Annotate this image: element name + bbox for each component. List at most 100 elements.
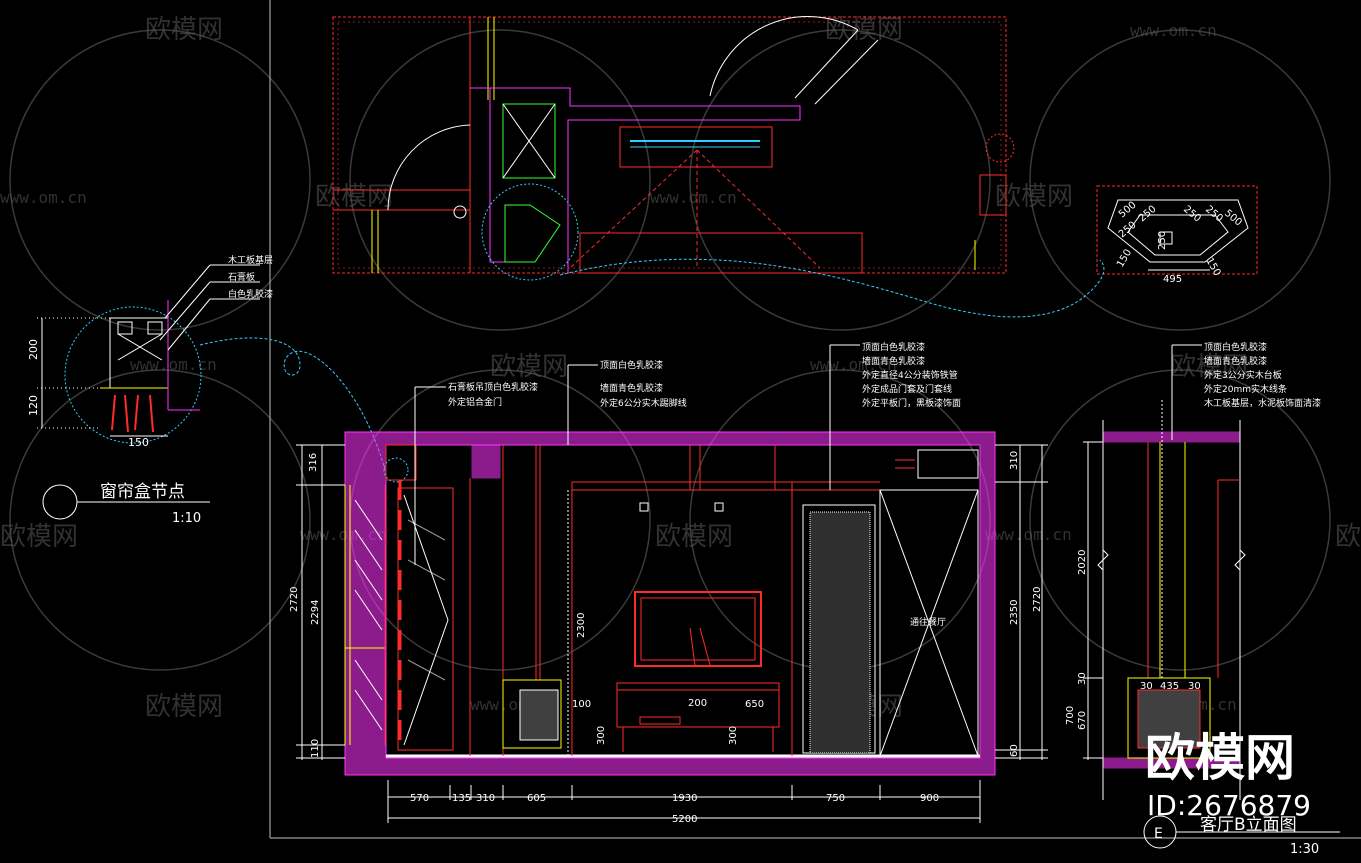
note-right: 外定成品门套及门套线: [862, 383, 952, 395]
corner-dim: 250: [1117, 220, 1139, 241]
dim-inner: 2300: [576, 613, 587, 638]
watermark-id: ID:2676879: [1147, 789, 1311, 822]
note-right: 墙面青色乳胶漆: [862, 355, 925, 367]
corner-dim: 500: [1117, 200, 1139, 221]
dim-bottom: 900: [920, 793, 939, 804]
side-small-dim: 435: [1160, 681, 1179, 692]
curtain-dim-v: 120: [27, 395, 40, 416]
watermark-brand: 欧模网: [655, 522, 733, 552]
dim-right: 60: [1009, 744, 1020, 757]
side-dims: 2020 30 700 670 30 435 30: [1065, 550, 1201, 730]
note-right: 外定直径4公分装饰铁管: [862, 369, 958, 381]
note-mid: 顶面白色乳胶漆: [600, 359, 663, 371]
corner-dim: 150: [1203, 256, 1222, 278]
watermark-brand-large: 欧模网: [1145, 729, 1295, 787]
note-right: 顶面白色乳胶漆: [862, 341, 925, 353]
note-left: 石膏板吊顶白色乳胶漆: [448, 381, 538, 393]
dim-left: 2294: [310, 600, 321, 625]
corner-dim: 250: [1181, 204, 1203, 225]
side-elevation: [1083, 344, 1246, 800]
watermark-url: www.om.cn: [1130, 21, 1217, 40]
curtain-label: 石膏板: [228, 271, 255, 283]
watermark-brand: 欧模网: [145, 15, 223, 45]
watermark-url: www.om.cn: [130, 355, 217, 374]
passage-label: 通往餐厅: [910, 616, 946, 628]
watermark-texts: 欧模网 欧模网 www.om.cn 欧模网 欧模网 www.om.cn www.…: [0, 15, 1361, 722]
dim-right: 2720: [1032, 587, 1043, 612]
elevation-title: 客厅B立面图: [1200, 815, 1297, 835]
watermark-brand: 欧模网: [0, 522, 78, 552]
dim-bottom: 135: [452, 793, 471, 804]
corner-dim: 250: [1203, 204, 1225, 225]
dim-inner: 300: [728, 726, 739, 745]
side-note: 木工板基层，水泥板饰面清漆: [1204, 397, 1321, 409]
curtain-detail-title: 窗帘盒节点: [100, 482, 185, 502]
watermark-brand: 欧模网: [995, 182, 1073, 212]
note-right: 外定平板门，黑板漆饰面: [862, 397, 961, 409]
watermark-brand: 欧模网: [1335, 522, 1361, 552]
dim-bottom: 605: [527, 793, 546, 804]
watermark-brand: 欧模网: [315, 182, 393, 212]
corner-dim: 150: [1115, 247, 1134, 269]
corner-dim: 500: [1222, 208, 1244, 229]
curtain-label: 木工板基层: [228, 254, 273, 266]
corner-dim: 495: [1163, 274, 1182, 285]
dim-left: 316: [308, 453, 319, 472]
watermark-circles: [9, 29, 1331, 671]
dim-bottom: 1930: [672, 793, 697, 804]
watermark-brand: 欧模网: [145, 692, 223, 722]
side-note: 墙面青色乳胶漆: [1204, 355, 1267, 367]
curtain-label: 白色乳胶漆: [228, 288, 273, 300]
dim-total: 5200: [672, 814, 697, 825]
dim-right: 310: [1009, 451, 1020, 470]
watermark-url: www.om.cn: [810, 355, 897, 374]
dim-left: 110: [310, 739, 321, 758]
watermark-url: www.om.cn: [650, 188, 737, 207]
watermark-stamp: 欧模网 ID:2676879: [1145, 729, 1311, 822]
curtain-dim-h: 150: [128, 436, 149, 449]
dim-bottom: 310: [476, 793, 495, 804]
elevation-notes: 石膏板吊顶白色乳胶漆 外定铝合金门 顶面白色乳胶漆 墙面青色乳胶漆 外定6公分实…: [448, 341, 961, 628]
side-note: 外定3公分实木台板: [1204, 369, 1282, 381]
watermark-url: www.om.cn: [985, 525, 1072, 544]
side-dim: 700: [1065, 706, 1076, 725]
dim-right: 2350: [1009, 600, 1020, 625]
dim-bottom: 750: [826, 793, 845, 804]
side-small-dim: 30: [1140, 681, 1153, 692]
dim-left: 2720: [289, 587, 300, 612]
dim-inner: 650: [745, 699, 764, 710]
side-note: 顶面白色乳胶漆: [1204, 341, 1267, 353]
watermark-brand: 欧模网: [825, 15, 903, 45]
side-dim: 30: [1077, 672, 1088, 685]
curtain-dim-v: 200: [27, 339, 40, 360]
corner-dim: 250: [1137, 204, 1159, 225]
elevation-leaders: [414, 344, 860, 565]
side-note: 外定20mm实木线条: [1204, 383, 1287, 395]
watermark-brand: 欧模网: [490, 352, 568, 382]
plan-view: [332, 16, 1015, 281]
watermark-brand: 欧模网: [1170, 352, 1248, 382]
dim-bottom: 570: [410, 793, 429, 804]
note-mid: 墙面青色乳胶漆: [600, 382, 663, 394]
corner-detail: 500 250 250 250 250 500 250 150 150 495: [1096, 185, 1258, 285]
leader-curves: [199, 258, 1105, 471]
watermark-url: www.om.cn: [0, 188, 87, 207]
corner-dim: 250: [1157, 231, 1168, 250]
elevation-scale: 1:30: [1290, 842, 1319, 857]
note-left: 外定铝合金门: [448, 396, 502, 408]
elevation-title-block: E 客厅B立面图 1:30: [1143, 815, 1340, 857]
side-small-dim: 30: [1188, 681, 1201, 692]
dim-inner: 200: [688, 698, 707, 709]
note-mid: 外定6公分实木踢脚线: [600, 397, 687, 409]
elevation-dimensions: [296, 444, 1048, 823]
side-notes: 顶面白色乳胶漆 墙面青色乳胶漆 外定3公分实木台板 外定20mm实木线条 木工板…: [1204, 341, 1321, 409]
side-dim: 670: [1077, 711, 1088, 730]
side-dim: 2020: [1077, 550, 1088, 575]
drawing-frame: [269, 0, 1361, 839]
curtain-detail-scale: 1:10: [172, 511, 201, 526]
main-elevation: [344, 431, 996, 776]
curtain-detail: 木工板基层 石膏板 白色乳胶漆 200 120 150 窗帘盒节点 1:10: [27, 254, 273, 526]
elevation-index: E: [1154, 826, 1163, 842]
dim-inner: 300: [596, 726, 607, 745]
